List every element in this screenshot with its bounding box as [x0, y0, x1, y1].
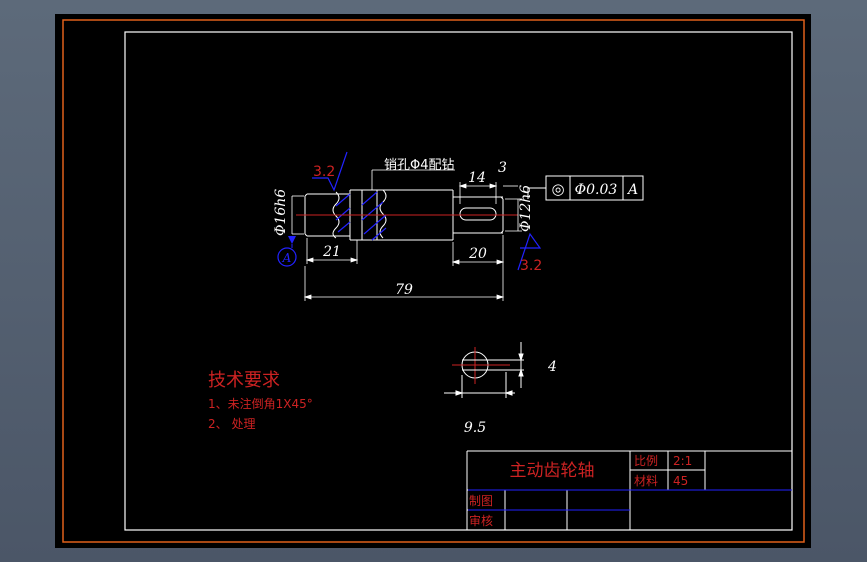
- roughness-right-value: 3.2: [520, 258, 542, 274]
- material-value: 45: [673, 474, 688, 488]
- tolerance-value: Φ0.03: [575, 182, 618, 198]
- section-hatch: [335, 191, 387, 241]
- scale-label: 比例: [634, 454, 658, 468]
- drawn-by-label: 制图: [469, 494, 493, 508]
- datum-letter: A: [282, 251, 292, 265]
- dimension-20: 20: [468, 246, 487, 262]
- dimension-9-5: 9.5: [464, 420, 486, 436]
- dimension-4: 4: [547, 359, 557, 375]
- sheet-background: [55, 14, 811, 548]
- dimension-21: 21: [322, 244, 341, 260]
- outer-border: [62, 19, 805, 543]
- pin-hole-label: 销孔Φ4配钻: [384, 158, 455, 173]
- inner-frame: [124, 31, 793, 531]
- dimension-14: 14: [468, 170, 486, 186]
- part-name: 主动齿轮轴: [510, 461, 595, 481]
- diameter-12-label: Φ12h6: [518, 185, 534, 232]
- roughness-left-value: 3.2: [313, 164, 335, 180]
- material-label: 材料: [634, 474, 658, 488]
- checked-by-label: 审核: [469, 513, 493, 528]
- concentricity-icon: ◎: [551, 180, 564, 198]
- dimension-lines: [291, 169, 522, 301]
- break-lines: [332, 189, 387, 239]
- diameter-16-label: Φ16h6: [273, 189, 289, 236]
- tech-requirements-title: 技术要求: [208, 370, 280, 391]
- scale-value: 2:1: [673, 454, 692, 468]
- tech-requirement-1: 1、未注倒角1X45°: [208, 396, 313, 411]
- tolerance-datum: A: [626, 182, 638, 198]
- title-block-blue-lines: [468, 489, 792, 511]
- section-view: [444, 342, 524, 398]
- tech-requirement-2: 2、 处理: [208, 417, 255, 431]
- dimension-3: 3: [498, 160, 507, 176]
- tolerance-frame: [527, 175, 644, 201]
- dimension-79: 79: [395, 282, 413, 298]
- roughness-symbols: [277, 151, 542, 271]
